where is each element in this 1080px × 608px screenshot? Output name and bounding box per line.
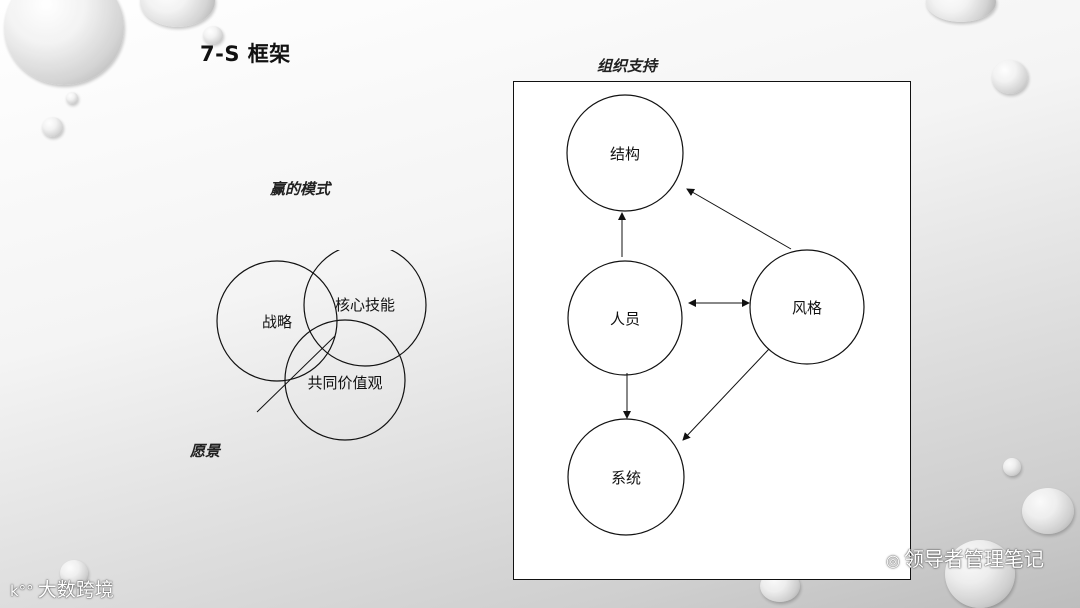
- venn-label-shared-values: 共同价值观: [307, 374, 382, 392]
- venn-label-core-skills: 核心技能: [335, 296, 395, 314]
- venn-diagram: 战略 核心技能 共同价值观: [216, 250, 427, 441]
- water-drop-decoration: [945, 540, 1015, 608]
- node-style-label: 风格: [792, 299, 822, 317]
- org-support-diagram: 结构 人员 风格 系统: [566, 94, 865, 536]
- node-people-label: 人员: [610, 310, 640, 328]
- water-drop-decoration: [66, 92, 78, 104]
- water-drop-decoration: [4, 0, 124, 85]
- node-structure-label: 结构: [610, 145, 640, 163]
- water-drop-decoration: [203, 26, 223, 44]
- slide-title: 7-S 框架: [200, 42, 291, 66]
- water-drop-decoration: [140, 0, 215, 27]
- node-style: [749, 249, 865, 365]
- brand-logo-icon: k°°: [10, 582, 34, 600]
- water-drop-decoration: [1022, 488, 1074, 534]
- venn-circle-shared-values: [284, 319, 406, 441]
- watermark-right: ◎领导者管理笔记: [886, 543, 1044, 572]
- node-systems-label: 系统: [611, 469, 641, 487]
- water-drop-decoration: [992, 60, 1028, 94]
- watermark-left-text: 大数跨境: [37, 579, 114, 601]
- left-diagram-caption: 赢的模式: [270, 180, 331, 198]
- arrow-style-to-structure: [686, 188, 792, 250]
- vision-pointer-line: [256, 335, 336, 413]
- arrow-style-to-systems: [682, 348, 770, 441]
- node-structure: [566, 94, 684, 212]
- water-drop-decoration: [1003, 458, 1021, 476]
- node-systems: [567, 418, 685, 536]
- right-diagram-caption: 组织支持: [597, 57, 658, 75]
- water-drop-decoration: [926, 0, 996, 22]
- watermark-left: k°°大数跨境: [10, 575, 114, 602]
- water-drop-decoration: [60, 560, 88, 586]
- watermark-right-text: 领导者管理笔记: [904, 547, 1044, 571]
- vision-label: 愿景: [190, 442, 221, 460]
- wechat-icon: ◎: [886, 551, 900, 570]
- venn-label-strategy: 战略: [262, 313, 292, 331]
- venn-circle-core-skills: [303, 250, 427, 367]
- node-people: [567, 260, 683, 376]
- water-drop-decoration: [42, 117, 63, 137]
